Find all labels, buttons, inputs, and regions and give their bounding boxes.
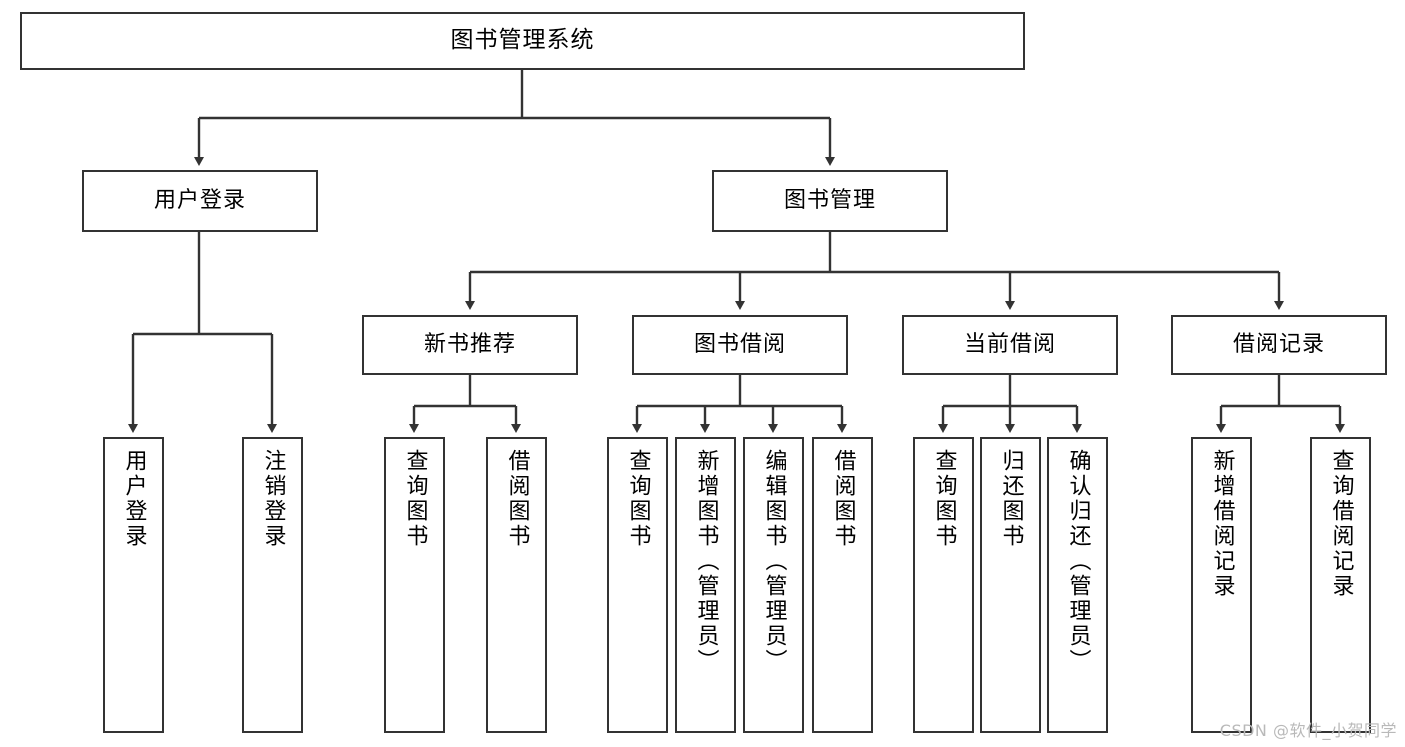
leaf-add-book-label: 新增图书（管理员） [693,449,719,674]
leaf-confirm-return-label: 确认归还（管理员） [1065,449,1091,674]
csdn-watermark: CSDN @软件_小贺同学 [1219,721,1397,740]
leaf-borrow-book-2-label: 借阅图书 [830,449,856,549]
leaf-query-book-2[interactable]: 查询图书 [607,437,668,733]
node-new-book-recommend-label: 新书推荐 [423,332,516,358]
leaf-user-login-label: 用户登录 [121,449,147,549]
leaf-confirm-return[interactable]: 确认归还（管理员） [1047,437,1108,733]
node-borrow-record-label: 借阅记录 [1232,332,1325,358]
leaf-user-logout-label: 注销登录 [260,449,286,549]
leaf-borrow-book-2[interactable]: 借阅图书 [812,437,873,733]
leaf-return-book[interactable]: 归还图书 [980,437,1041,733]
leaf-return-book-label: 归还图书 [998,449,1024,549]
leaf-borrow-book-1[interactable]: 借阅图书 [486,437,547,733]
node-new-book-recommend[interactable]: 新书推荐 [362,315,578,375]
leaf-user-logout[interactable]: 注销登录 [242,437,303,733]
node-current-borrow-label: 当前借阅 [963,332,1056,358]
node-current-borrow[interactable]: 当前借阅 [902,315,1118,375]
leaf-query-record-label: 查询借阅记录 [1328,449,1354,599]
leaf-query-record[interactable]: 查询借阅记录 [1310,437,1371,733]
node-root-label: 图书管理系统 [450,27,595,54]
node-borrow-record[interactable]: 借阅记录 [1171,315,1387,375]
node-book-manage-label: 图书管理 [783,188,876,214]
leaf-add-record[interactable]: 新增借阅记录 [1191,437,1252,733]
node-root[interactable]: 图书管理系统 [20,12,1025,70]
node-book-borrow-label: 图书借阅 [693,332,786,358]
node-user-login[interactable]: 用户登录 [82,170,318,232]
leaf-edit-book[interactable]: 编辑图书（管理员） [743,437,804,733]
leaf-query-book-1-label: 查询图书 [402,449,428,549]
leaf-query-book-3[interactable]: 查询图书 [913,437,974,733]
leaf-query-book-1[interactable]: 查询图书 [384,437,445,733]
leaf-borrow-book-1-label: 借阅图书 [504,449,530,549]
node-book-manage[interactable]: 图书管理 [712,170,948,232]
leaf-edit-book-label: 编辑图书（管理员） [761,449,787,674]
leaf-query-book-3-label: 查询图书 [931,449,957,549]
leaf-query-book-2-label: 查询图书 [625,449,651,549]
node-user-login-label: 用户登录 [153,188,246,214]
leaf-user-login[interactable]: 用户登录 [103,437,164,733]
node-book-borrow[interactable]: 图书借阅 [632,315,848,375]
leaf-add-record-label: 新增借阅记录 [1209,449,1235,599]
leaf-add-book[interactable]: 新增图书（管理员） [675,437,736,733]
